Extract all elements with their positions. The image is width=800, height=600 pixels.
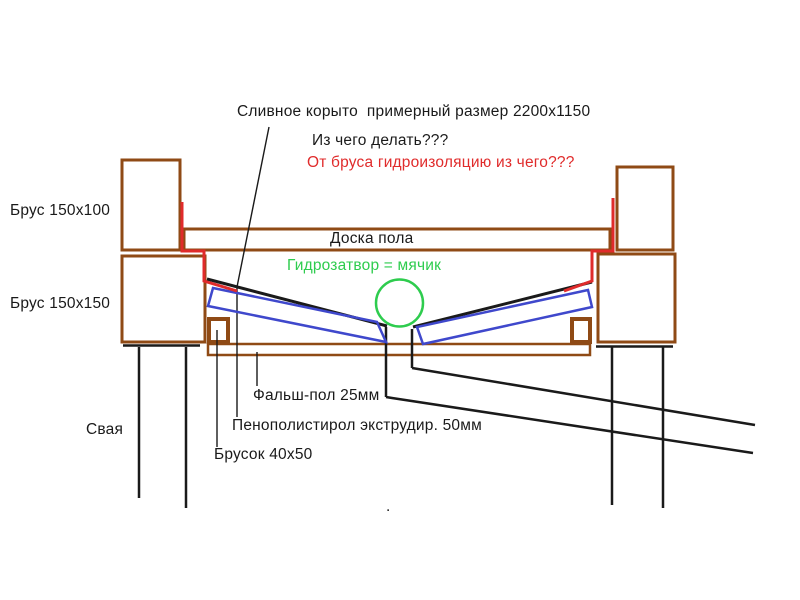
polystyrene-label: Пенополистирол экструдир. 50мм bbox=[232, 417, 482, 434]
drain-pipe-lower-line bbox=[385, 395, 754, 455]
beam-150x150-label: Брус 150x150 bbox=[10, 295, 111, 312]
bar-40x50-left bbox=[207, 317, 230, 344]
floor-board-plank bbox=[182, 227, 612, 252]
bar-label: Брусок 40x50 bbox=[214, 446, 313, 463]
floor-board-label: Доска пола bbox=[330, 230, 414, 247]
material-question-label: Из чего делать??? bbox=[312, 132, 449, 149]
waterproofing-line-left bbox=[180, 202, 238, 293]
beam-150x100-left bbox=[120, 158, 182, 252]
false-floor-label: Фальш-пол 25мм bbox=[253, 387, 380, 404]
beam-150x100-right bbox=[615, 165, 675, 252]
drain-pipe-upper-line bbox=[411, 366, 756, 427]
stray-dot: . bbox=[386, 498, 391, 515]
beam-150x100-label: Брус 150x100 bbox=[10, 202, 111, 219]
waterproofing-group bbox=[180, 198, 615, 293]
water-seal-ball bbox=[374, 278, 425, 328]
timber-group bbox=[120, 158, 677, 357]
beam-150x150-left bbox=[120, 254, 207, 344]
insulation-group bbox=[206, 286, 594, 346]
bar-40x50-right bbox=[570, 317, 592, 344]
waterproofing-question-label: От бруса гидроизоляцию из чего??? bbox=[307, 154, 575, 171]
beam-150x150-right bbox=[596, 252, 677, 344]
trough-note-label: Сливное корыто примерный размер 2200x115… bbox=[237, 103, 591, 120]
trough-slope-right bbox=[412, 280, 593, 329]
false-floor-strip bbox=[206, 342, 592, 357]
waterproofing-line-right bbox=[563, 198, 615, 293]
water-seal-label: Гидрозатвор = мячик bbox=[287, 257, 442, 274]
polystyrene-panel-right bbox=[415, 288, 594, 346]
polystyrene-panel-left bbox=[206, 286, 389, 344]
pile-label: Свая bbox=[86, 421, 124, 438]
structure-lines-group bbox=[123, 126, 756, 508]
trough-pointer-line bbox=[236, 126, 270, 288]
